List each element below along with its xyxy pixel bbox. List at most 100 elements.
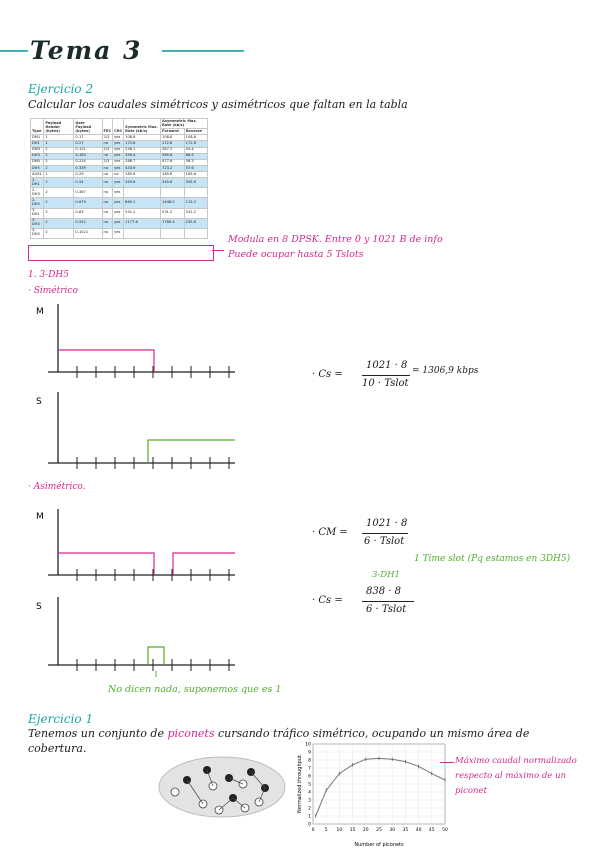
ejercicio-1-heading: Ejercicio 1 <box>28 712 94 726</box>
x-tick-label: 40 <box>416 827 422 833</box>
table-cell <box>123 187 162 199</box>
fraction-bar <box>362 533 408 534</box>
table-header: CRC <box>112 117 125 136</box>
y-tick-label: 6 <box>308 774 311 780</box>
fraction-bar <box>362 375 410 376</box>
table-cell: 3-DH1 <box>29 207 45 219</box>
y-axis-label: Normalized throughput <box>297 755 303 813</box>
table-cell: AUX1 <box>29 171 45 179</box>
formula-num: 1021 · 8 <box>366 518 408 529</box>
formula-den: 10 · Tslot <box>362 378 409 389</box>
table-cell: no <box>101 187 114 199</box>
ejercicio-1-statement: Tenemos un conjunto de piconets cursando… <box>28 727 529 740</box>
table-header: Symmetric Max. Rate (kb/s) <box>123 117 162 136</box>
table-highlight-box <box>28 245 214 261</box>
table-cell: 2-DH3 <box>29 187 45 199</box>
table-cell: 115.2 <box>183 197 209 209</box>
statement-highlight: piconets <box>167 727 215 740</box>
table-cell: yes <box>112 197 125 209</box>
chart-note-3: piconet <box>455 786 487 796</box>
table-cell: yes <box>112 217 125 229</box>
table-cell: 2 <box>43 177 75 189</box>
x-tick-label: 20 <box>363 827 369 833</box>
title-rule-right <box>162 50 244 52</box>
table-cell: 0-367 <box>73 187 103 199</box>
table-cell: 0-552 <box>73 217 103 229</box>
axis-m-label: M <box>36 307 44 317</box>
table-cell: 0-83 <box>73 207 103 219</box>
y-tick-label: 9 <box>308 750 311 756</box>
formula-num: 838 · 8 <box>366 586 401 597</box>
x-axis-label: Number of piconets <box>354 842 404 848</box>
table-cell: 2 <box>43 197 75 209</box>
chart-note-2: respecto al máximo de un <box>455 771 567 781</box>
table-cell: no <box>112 171 125 179</box>
table-cell: 3-DH5 <box>29 227 45 239</box>
table-cell: no <box>101 177 114 189</box>
y-tick-label: 4 <box>308 790 311 796</box>
formula-num: 1021 · 8 <box>366 360 408 371</box>
note-timeslot: 1 Time slot (Pq estamos en 3DH5) <box>414 554 571 564</box>
table-cell <box>183 187 209 199</box>
table-cell: 0-29 <box>73 171 103 179</box>
table-cell: 2 <box>43 187 75 199</box>
table-cell: 345.6 <box>183 177 209 189</box>
label-asimetrico: · Asimétrico. <box>28 482 86 492</box>
x-tick-label: 45 <box>429 827 435 833</box>
x-tick-label: 30 <box>389 827 395 833</box>
formula-mark: 3-DH1 <box>372 570 400 580</box>
table-cell: yes <box>112 207 125 219</box>
table-cell: 3-DH3 <box>29 217 45 229</box>
table-cell: yes <box>112 177 125 189</box>
table-cell <box>160 187 185 199</box>
table-cell: no <box>101 207 114 219</box>
note-modulation-1: Modula en 8 DPSK. Entre 0 y 1021 B de in… <box>228 234 443 245</box>
axis-s-label: S <box>36 397 42 407</box>
fraction-bar <box>362 601 414 602</box>
x-tick-label: 0 <box>312 827 315 833</box>
table-cell: no <box>101 217 114 229</box>
x-tick-label: 25 <box>376 827 382 833</box>
table-cell: 0-54 <box>73 177 103 189</box>
table-cell: no <box>101 197 114 209</box>
y-tick-label: 5 <box>308 782 311 788</box>
formula-lhs: · Cs = <box>312 369 343 380</box>
table-cell: 185.6 <box>123 171 162 179</box>
note-arrow-icon <box>212 250 224 252</box>
y-tick-label: 8 <box>308 758 311 764</box>
x-tick-label: 5 <box>325 827 328 833</box>
table-cell: 1177.6 <box>123 217 162 229</box>
statement-pre: Tenemos un conjunto de <box>28 727 168 740</box>
y-tick-label: 7 <box>308 766 311 772</box>
piconets-illustration <box>158 756 286 818</box>
table-cell <box>183 227 209 239</box>
ejercicio-2-statement: Calcular los caudales simétricos y asimé… <box>28 98 408 111</box>
table-cell: 531.2 <box>123 207 162 219</box>
x-tick-label: 15 <box>350 827 356 833</box>
chart-note-1: Máximo caudal normalizado <box>455 756 577 766</box>
table-cell: 531.2 <box>160 207 185 219</box>
table-cell: 531.2 <box>183 207 209 219</box>
table-cell: 345.6 <box>123 177 162 189</box>
table-header: Payload Header (bytes) <box>43 117 75 136</box>
table-cell: no <box>101 227 114 239</box>
ejercicio-2-heading: Ejercicio 2 <box>28 82 94 96</box>
table-header: Type <box>29 117 45 136</box>
table-cell <box>123 227 162 239</box>
page-title: Tema 3 <box>30 36 143 65</box>
title-rule-left <box>0 50 28 52</box>
chart-note-arrow-icon <box>440 762 454 764</box>
ejercicio-1-statement-2: cobertura. <box>28 742 87 755</box>
y-tick-label: 2 <box>308 806 311 812</box>
table-header: User Payload (bytes) <box>73 117 103 136</box>
table-cell: yes <box>112 227 125 239</box>
asym-timing-diagram: M S <box>36 509 235 677</box>
table-cell: 2 <box>43 227 75 239</box>
